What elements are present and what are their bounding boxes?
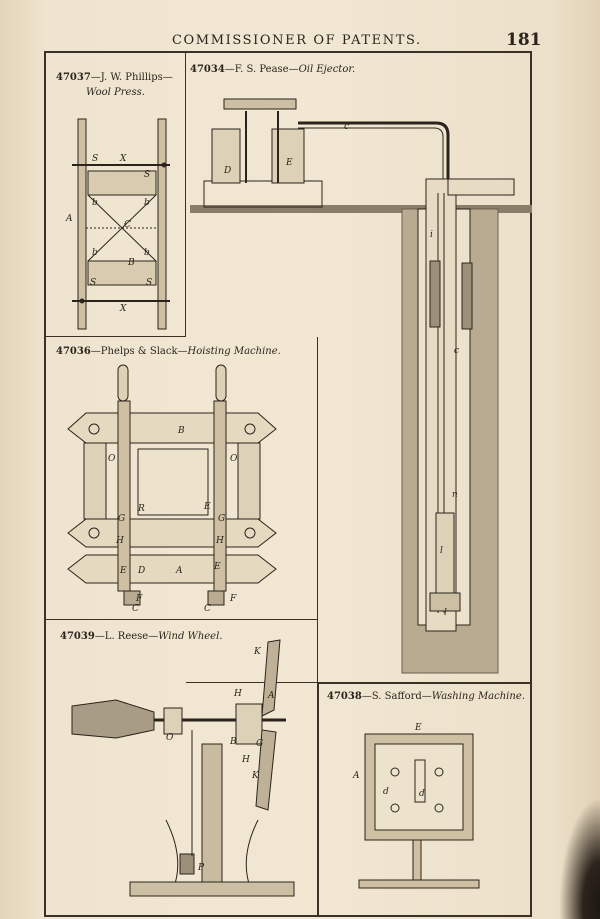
figure-label: O <box>108 454 116 464</box>
invention-name: Wool Press. <box>86 87 145 98</box>
patent-number: 47038 <box>327 691 362 702</box>
illustration-plate: 47037—J. W. Phillips— Wool Press. <box>44 51 532 917</box>
wool-press-drawing: S X S b b A C b b B S S X <box>65 118 170 330</box>
figure-caption: 47034—F. S. Pease—Oil Ejector. <box>190 63 355 76</box>
figure-label: E <box>213 562 221 572</box>
figure-wool-press: 47037—J. W. Phillips— Wool Press. <box>46 53 186 337</box>
inventor: —L. Reese— <box>94 631 159 642</box>
figure-label: P <box>197 863 205 873</box>
figure-label: O <box>230 454 238 464</box>
figure-label: H <box>241 755 250 765</box>
figure-label: E <box>119 566 127 576</box>
hoisting-machine-drawing: B O O R E G G H H E D A E F C C F <box>67 364 277 614</box>
patent-number: 47039 <box>60 631 95 642</box>
figure-label: C <box>132 604 139 614</box>
invention-name: Washing Machine. <box>431 691 525 702</box>
figure-label: n <box>452 490 458 500</box>
invention-name: Wind Wheel. <box>158 631 223 642</box>
figure-label: d <box>383 787 389 797</box>
figure-label: l <box>444 608 447 618</box>
figure-label: b <box>92 198 98 208</box>
figure-label: C <box>204 604 211 614</box>
figure-label: G <box>218 514 225 524</box>
page-edge-shadow <box>560 800 600 919</box>
figure-label: H <box>115 536 124 546</box>
inventor: —Phelps & Slack— <box>90 346 188 357</box>
figure-label: A <box>175 566 183 576</box>
figure-title: Wool Press. <box>86 86 145 99</box>
figure-label: X <box>119 304 127 314</box>
figure-label: O <box>166 733 174 743</box>
figure-label: R <box>137 504 145 514</box>
figure-label: b <box>144 198 150 208</box>
inventor: —S. Safford— <box>361 691 432 702</box>
figure-label: X <box>119 154 127 164</box>
figure-label: B <box>177 426 185 436</box>
patent-number: 47037 <box>56 72 91 83</box>
figure-label: D <box>137 566 145 576</box>
figure-wind-wheel: 47039—L. Reese—Wind Wheel. K <box>46 620 318 917</box>
invention-name: Hoisting Machine. <box>187 346 281 357</box>
figure-label: c <box>454 346 459 356</box>
page-number: 181 <box>506 30 542 50</box>
running-head-title: COMMISSIONER OF PATENTS. <box>172 33 422 48</box>
figure-label: K <box>251 771 260 781</box>
figure-label: G <box>256 739 263 749</box>
figure-label: A <box>65 214 73 224</box>
figure-caption: 47036—Phelps & Slack—Hoisting Machine. <box>56 345 281 358</box>
figure-label: S <box>144 170 150 180</box>
figure-label: S <box>92 154 98 164</box>
washing-machine-drawing: E A d d <box>352 723 480 889</box>
inventor: —F. S. Pease— <box>224 64 299 75</box>
patent-number: 47036 <box>56 346 91 357</box>
inventor: —J. W. Phillips— <box>90 72 173 83</box>
figure-caption: 47039—L. Reese—Wind Wheel. <box>60 630 222 643</box>
figure-washing-machine: 47038—S. Safford—Washing Machine. E A d … <box>318 683 532 917</box>
figure-label: S <box>146 278 152 288</box>
figure-label: l <box>440 546 443 556</box>
figure-hoisting-machine: 47036—Phelps & Slack—Hoisting Machine. <box>46 337 318 620</box>
figure-label: B <box>229 737 237 747</box>
running-head: COMMISSIONER OF PATENTS. 181 <box>0 30 600 54</box>
figure-label: K <box>253 647 262 657</box>
oil-ejector-drawing: c D E i c n l l <box>190 98 532 674</box>
figure-caption: 47038—S. Safford—Washing Machine. <box>327 690 525 703</box>
figure-label: d <box>419 789 425 799</box>
figure-label: b <box>144 248 150 258</box>
figure-caption: 47037—J. W. Phillips— <box>56 71 173 84</box>
figure-label: C <box>124 220 131 230</box>
figure-label: A <box>267 691 275 701</box>
figure-label: E <box>414 723 422 733</box>
figure-label: G <box>118 514 125 524</box>
figure-label: E <box>285 158 293 168</box>
figure-label: S <box>90 278 96 288</box>
figure-label: A <box>352 771 360 781</box>
figure-label: H <box>215 536 224 546</box>
figure-oil-ejector: 47034—F. S. Pease—Oil Ejector. <box>186 53 532 683</box>
figure-label: D <box>223 166 231 176</box>
figure-label: F <box>229 594 237 604</box>
figure-label: c <box>344 122 349 132</box>
figure-label: F <box>135 594 143 604</box>
invention-name: Oil Ejector. <box>298 64 356 75</box>
patent-number: 47034 <box>190 64 225 75</box>
figure-label: E <box>203 502 211 512</box>
figure-label: H <box>233 689 242 699</box>
figure-label: B <box>127 258 135 268</box>
figure-label: i <box>430 230 433 240</box>
figure-label: b <box>92 248 98 258</box>
wind-wheel-drawing: K H A O B G H K P <box>71 639 295 897</box>
